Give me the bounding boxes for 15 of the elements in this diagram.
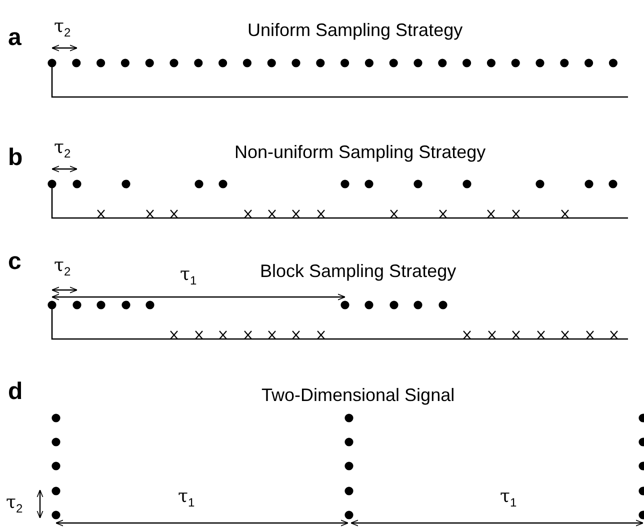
time-symbol: τ$_{1}$	[178, 488, 195, 509]
time-symbol: τ$_{2}$	[54, 139, 71, 160]
panel-title: Two-Dimensional Signal	[262, 386, 455, 404]
time-symbol: τ$_{1}$	[180, 266, 197, 287]
panel-letter: b	[8, 146, 23, 170]
panel-title: Block Sampling Strategy	[260, 262, 456, 280]
panel-title: Uniform Sampling Strategy	[248, 21, 463, 39]
panel-letter: c	[8, 250, 22, 274]
panel-letter: a	[8, 26, 22, 50]
time-symbol: τ$_{2}$	[54, 18, 71, 39]
time-symbol: τ$_{2}$	[6, 494, 23, 515]
time-symbol: τ$_{2}$	[54, 257, 71, 278]
panel-letter: d	[8, 380, 23, 404]
panel-title: Non-uniform Sampling Strategy	[234, 143, 486, 161]
time-symbol: τ$_{1}$	[500, 488, 517, 509]
